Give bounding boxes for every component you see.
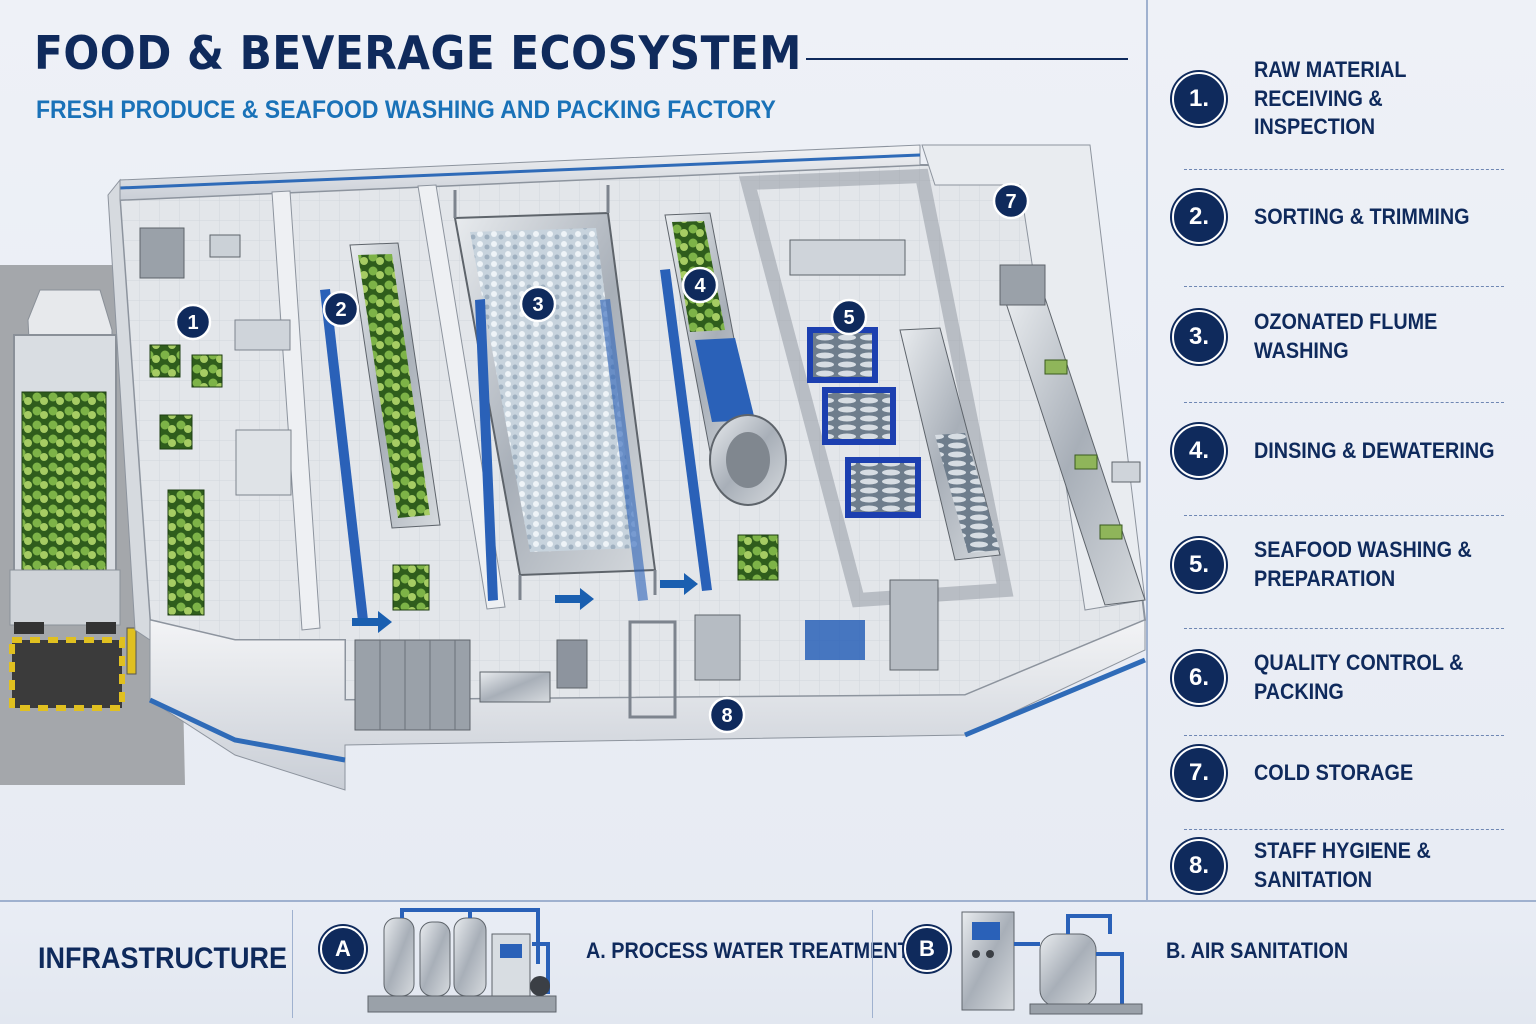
infrastructure-badge-b: B	[904, 926, 950, 972]
svg-text:8: 8	[721, 705, 732, 727]
infrastructure-divider	[872, 910, 873, 1018]
front-wall	[149, 619, 1146, 791]
legend-item-quality-control: 6. QUALITY CONTROL & PACKING	[1172, 649, 1522, 706]
legend-number-badge: 2.	[1172, 190, 1226, 244]
legend-item-staff-hygiene: 8. STAFF HYGIENE & SANITATION	[1172, 837, 1522, 894]
legend-number-badge: 8.	[1172, 838, 1226, 893]
legend-item-seafood: 5. SEAFOOD WASHING & PREPARATION	[1172, 536, 1522, 593]
map-marker-5: 5	[830, 298, 868, 336]
legend-number-badge: 1.	[1172, 71, 1226, 126]
legend-panel: 1. RAW MATERIAL RECEIVING & INSPECTION 2…	[1146, 0, 1536, 900]
svg-text:1: 1	[187, 312, 198, 334]
partition-wall	[417, 184, 506, 610]
dock-leveler	[9, 637, 125, 711]
title-rule	[806, 58, 1128, 60]
map-marker-4: 4	[681, 266, 719, 304]
legend-number-badge: 4.	[1172, 424, 1226, 478]
legend-item-label: DINSING & DEWATERING	[1254, 437, 1495, 463]
infrastructure-label: INFRASTRUCTURE	[38, 942, 287, 975]
svg-text:7: 7	[1005, 191, 1016, 213]
svg-text:2: 2	[335, 299, 346, 321]
sorting-conveyor-zone2	[320, 242, 441, 621]
air-sanitation-label: B. AIR SANITATION	[1166, 938, 1349, 963]
infrastructure-divider	[292, 910, 293, 1018]
infrastructure-bar: INFRASTRUCTURE A A. PROCESS WATER TREATM…	[0, 900, 1536, 1024]
process-flow-arrows	[352, 573, 698, 633]
partition-wall	[271, 190, 321, 631]
dewatering-conveyor-zone4	[660, 212, 787, 591]
legend-divider	[1184, 402, 1504, 403]
delivery-truck	[9, 289, 121, 634]
legend-divider	[1184, 515, 1504, 516]
legend-item-sorting: 2. SORTING & TRIMMING	[1172, 190, 1522, 244]
svg-text:5: 5	[843, 307, 854, 329]
map-marker-7: 7	[992, 182, 1030, 220]
legend-item-label: QUALITY CONTROL & PACKING	[1254, 650, 1464, 704]
svg-text:4: 4	[694, 275, 706, 297]
legend-item-label: STAFF HYGIENE & SANITATION	[1254, 838, 1431, 892]
factory-floorplan-illustration: 1 2 3 4 5 7 8	[0, 144, 1146, 791]
legend-item-cold-storage: 7. COLD STORAGE	[1172, 746, 1522, 800]
ozonated-flume-washer-zone3	[453, 185, 657, 601]
water-treatment-icon	[367, 908, 557, 1013]
legend-item-label: SORTING & TRIMMING	[1254, 203, 1470, 229]
legend-item-label: SEAFOOD WASHING & PREPARATION	[1254, 537, 1472, 591]
legend-number-badge: 5.	[1172, 537, 1226, 592]
map-marker-1: 1	[174, 303, 212, 341]
legend-divider	[1184, 169, 1504, 170]
page-title: FOOD & BEVERAGE ECOSYSTEM	[34, 26, 802, 80]
legend-divider	[1184, 735, 1504, 736]
svg-text:3: 3	[532, 294, 543, 316]
legend-number-badge: 6.	[1172, 650, 1226, 705]
bollard	[126, 627, 137, 675]
map-marker-3: 3	[519, 285, 557, 323]
partition-wall	[739, 168, 1014, 608]
legend-item-label: COLD STORAGE	[1254, 759, 1414, 785]
water-treatment-label: A. PROCESS WATER TREATMENT	[586, 938, 910, 963]
produce-crates-zone1	[139, 227, 292, 616]
legend-item-label: OZONATED FLUME WASHING	[1254, 309, 1438, 363]
staff-hygiene-zone8	[354, 579, 939, 731]
legend-item-dewatering: 4. DINSING & DEWATERING	[1172, 424, 1522, 478]
infrastructure-badge-a: A	[320, 926, 366, 972]
legend-divider	[1184, 829, 1504, 830]
page-subtitle: FRESH PRODUCE & SEAFOOD WASHING AND PACK…	[36, 96, 776, 124]
map-marker-8: 8	[708, 696, 746, 734]
legend-item-receiving: 1. RAW MATERIAL RECEIVING & INSPECTION	[1172, 56, 1522, 142]
legend-divider	[1184, 628, 1504, 629]
seafood-crates-zone5	[789, 239, 1001, 561]
map-marker-2: 2	[322, 290, 360, 328]
legend-number-badge: 7.	[1172, 746, 1226, 800]
legend-item-flume-washing: 3. OZONATED FLUME WASHING	[1172, 308, 1522, 365]
legend-divider	[1184, 286, 1504, 287]
air-sanitation-icon	[961, 911, 1143, 1015]
legend-number-badge: 3.	[1172, 309, 1226, 364]
packing-line-zone6	[999, 264, 1146, 606]
legend-item-label: RAW MATERIAL RECEIVING & INSPECTION	[1254, 57, 1407, 140]
